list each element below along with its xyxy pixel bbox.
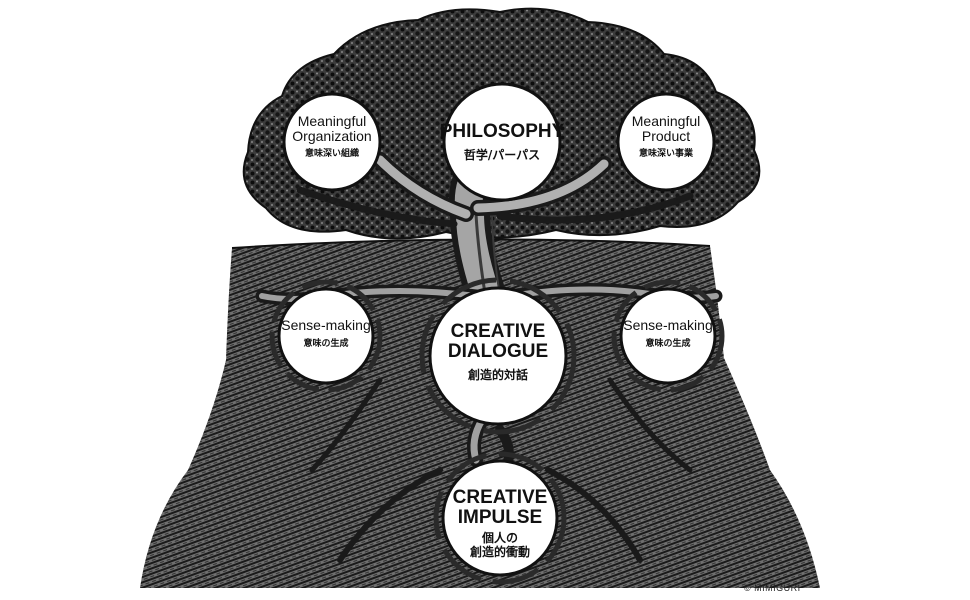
node-title: Meaningful Organization	[292, 113, 372, 144]
node-title: CREATIVE DIALOGUE	[447, 321, 549, 362]
circle-sense-making-left	[277, 287, 375, 385]
node-subtitle: 意味深い事業	[638, 149, 693, 160]
label-circles	[277, 82, 717, 577]
node-subtitle: 創造的対話	[467, 367, 528, 382]
node-title: Meaningful Product	[631, 113, 701, 144]
copyright-text: © MIMIGURI	[744, 583, 801, 593]
circle-sense-making-right	[619, 287, 717, 385]
circle-creative-dialogue	[428, 286, 568, 426]
node-philosophy: PHILOSOPHY 哲学/パーパス	[432, 122, 572, 163]
circle-philosophy	[442, 82, 562, 202]
node-title: Sense-making	[281, 317, 371, 333]
circle-creative-impulse	[441, 459, 559, 577]
node-title: Sense-making	[623, 317, 713, 333]
node-creative-impulse: CREATIVE IMPULSE 個人の 創造的衝動	[440, 488, 560, 559]
node-meaningful-organization: Meaningful Organization 意味深い組織	[282, 113, 382, 160]
root-rings	[269, 277, 725, 585]
node-title: CREATIVE IMPULSE	[452, 487, 548, 528]
node-subtitle: 哲学/パーパス	[463, 147, 541, 162]
circle-meaningful-organization	[282, 92, 382, 192]
node-subtitle: 意味の生成	[645, 338, 691, 349]
node-sense-making-right: Sense-making 意味の生成	[618, 318, 718, 349]
circle-meaningful-product	[616, 92, 716, 192]
node-sense-making-left: Sense-making 意味の生成	[276, 318, 376, 349]
node-creative-dialogue: CREATIVE DIALOGUE 創造的対話	[428, 322, 568, 383]
node-subtitle: 意味深い組織	[304, 149, 359, 160]
node-meaningful-product: Meaningful Product 意味深い事業	[616, 113, 716, 160]
node-subtitle: 個人の 創造的衝動	[469, 530, 530, 559]
node-title: PHILOSOPHY	[439, 121, 565, 142]
node-subtitle: 意味の生成	[303, 338, 349, 349]
